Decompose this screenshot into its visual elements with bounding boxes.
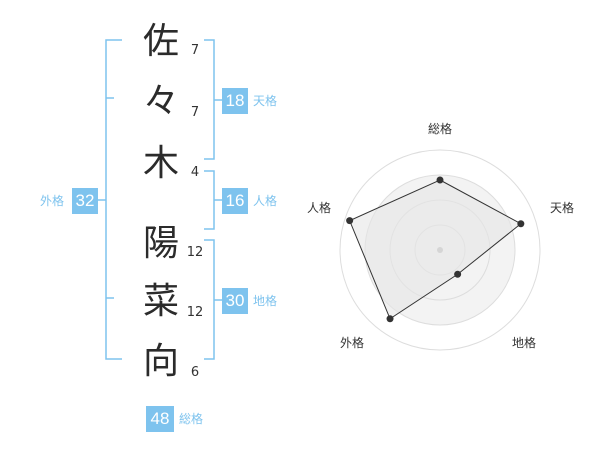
radar-label-chikaku: 地格: [512, 336, 537, 350]
name-char-4: 陽: [142, 223, 179, 264]
stroke-count-2: 7: [190, 105, 200, 120]
radar-point-2: [517, 220, 525, 228]
radar-polygon: [349, 179, 522, 320]
name-char-3: 木: [142, 143, 179, 184]
jinkaku-value: 16: [222, 188, 248, 214]
soukaku-label: 総格: [179, 412, 204, 426]
radar-label-tenkaku: 天格: [550, 201, 575, 215]
name-char-6: 向: [142, 341, 179, 382]
radar-point-4: [386, 315, 394, 323]
soukaku-value: 48: [146, 406, 174, 432]
chikaku-value: 30: [222, 288, 248, 314]
gaikaku-value: 32: [72, 188, 98, 214]
stroke-count-4: 12: [186, 245, 204, 260]
tenkaku-label: 天格: [253, 94, 278, 108]
stroke-count-3: 4: [190, 165, 200, 180]
radar-point-1: [436, 176, 444, 184]
tenkaku-value: 18: [222, 88, 248, 114]
gaikaku-label: 外格: [40, 194, 65, 208]
radar-point-3: [454, 270, 462, 278]
name-char-2: 々: [142, 81, 179, 122]
stroke-count-1: 7: [190, 43, 200, 58]
chikaku-label: 地格: [253, 294, 278, 308]
stroke-count-6: 6: [190, 365, 200, 380]
name-char-5: 菜: [142, 281, 179, 322]
name-char-1: 佐: [142, 21, 179, 62]
radar-point-5: [346, 217, 354, 225]
radar-label-gaikaku: 外格: [340, 336, 365, 350]
radar-label-jinkaku: 人格: [307, 201, 332, 215]
radar-label-soukaku: 総格: [428, 122, 453, 136]
stroke-count-5: 12: [186, 305, 204, 320]
jinkaku-label: 人格: [253, 194, 278, 208]
